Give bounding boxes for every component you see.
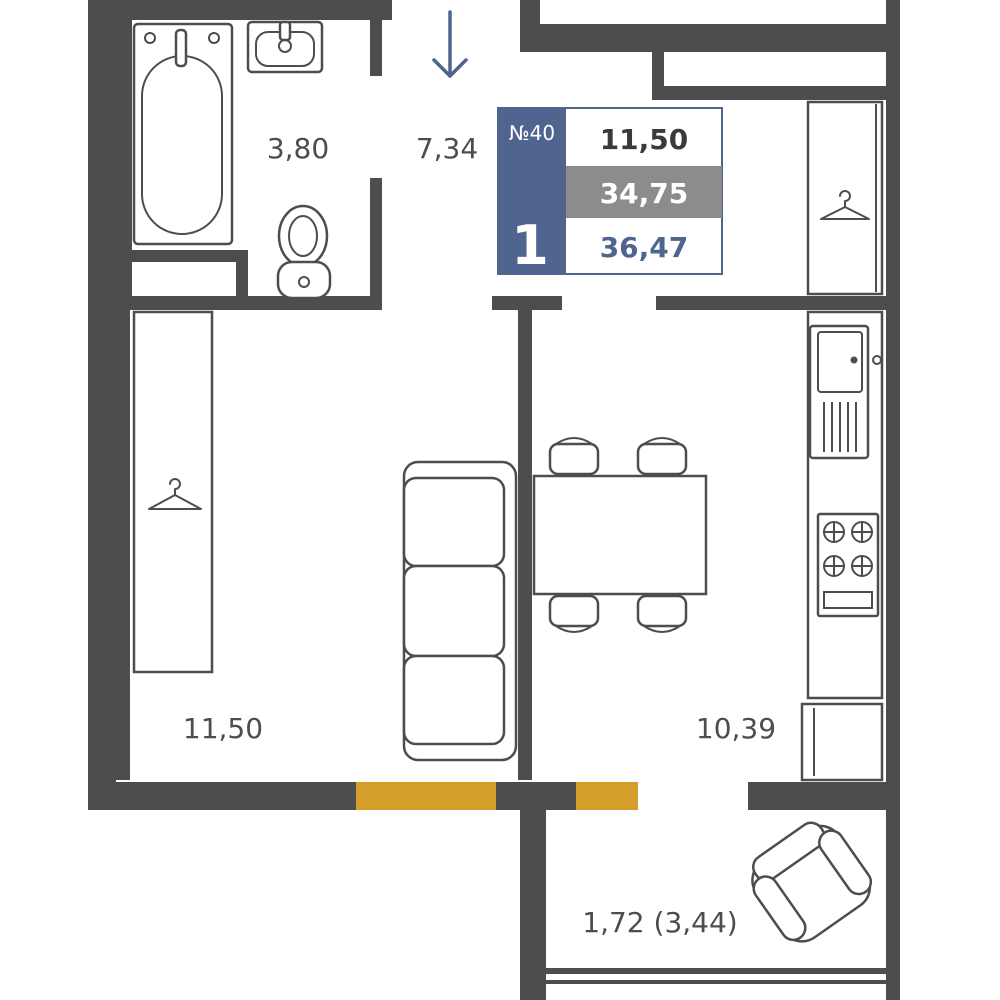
wall-top-right-bar xyxy=(520,24,900,52)
wall-balcony-right xyxy=(886,810,900,1000)
wall-kitchen-top xyxy=(656,296,886,310)
arrow-down-icon xyxy=(432,10,468,78)
room-area-labels: 3,80 7,34 11,50 10,39 1,72 (3,44) xyxy=(183,132,776,939)
hanger-icon xyxy=(820,190,870,220)
wall-bath-shelf-side xyxy=(236,250,248,300)
wall-bath-left-inner xyxy=(116,20,132,310)
bathtub xyxy=(132,22,234,246)
wall-balcony-bottom xyxy=(546,968,886,974)
hanger-icon xyxy=(148,478,202,510)
sofa-cushion-3 xyxy=(402,654,506,746)
dining-table xyxy=(532,474,708,596)
bathtub-tap-left xyxy=(144,32,156,44)
window-kitchen xyxy=(576,782,638,810)
chair-bottom-left xyxy=(548,594,600,628)
card-gray-band xyxy=(566,166,722,218)
wall-bath-right-lower xyxy=(370,178,382,310)
room-count: 1 xyxy=(511,214,549,277)
card-blue-panel xyxy=(498,108,566,274)
stove-panel xyxy=(823,591,873,609)
wall-balcony-left xyxy=(520,810,546,1000)
fridge xyxy=(800,702,884,782)
apartment-number: №40 xyxy=(509,121,555,145)
bathroom-fixtures xyxy=(132,20,332,300)
living-area-value: 11,50 xyxy=(600,123,689,156)
walls xyxy=(88,0,900,1000)
stove-burners xyxy=(823,521,873,577)
wall-right-outer xyxy=(886,0,900,810)
wall-left-inner-lower xyxy=(116,310,130,780)
bathtub-faucet xyxy=(174,28,188,68)
sofa-cushion-1 xyxy=(402,476,506,568)
wall-top-left xyxy=(88,0,392,20)
wall-bottom-right xyxy=(748,782,900,810)
wall-bottom-left xyxy=(88,782,356,810)
balcony-area-label: 1,72 (3,44) xyxy=(582,906,737,939)
sofa-cushion-2 xyxy=(402,564,506,658)
wall-bath-right-upper xyxy=(370,20,382,76)
kitchen-faucet xyxy=(872,355,882,365)
kitchen-sink-basin xyxy=(817,331,863,393)
wardrobe-hallway xyxy=(806,100,884,296)
wall-bath-bottom xyxy=(116,296,382,310)
wall-right-notch-bottom xyxy=(652,86,900,100)
apartment-info-card: №40 1 11,50 34,75 36,47 xyxy=(497,107,723,277)
wall-partition xyxy=(518,310,532,780)
total-area-value: 36,47 xyxy=(600,231,689,264)
wall-hall-stub xyxy=(492,296,562,310)
chair-top-left xyxy=(548,442,600,476)
wall-bath-shelf xyxy=(132,250,248,262)
wardrobe-living-room xyxy=(132,310,214,674)
hallway-area-label: 7,34 xyxy=(416,132,478,165)
wall-balcony-rail xyxy=(546,980,886,984)
chair-top-right xyxy=(636,442,688,476)
bathtub-tap-right xyxy=(208,32,220,44)
window-living-room xyxy=(356,782,496,810)
living-room-furniture xyxy=(132,310,518,762)
bathroom-area-label: 3,80 xyxy=(267,132,329,165)
kitchen-area-label: 10,39 xyxy=(696,712,776,745)
living-room-area-label: 11,50 xyxy=(183,712,263,745)
kitchen-sink-drain xyxy=(850,356,858,364)
toilet-tank xyxy=(276,260,332,300)
toilet-seat-inner xyxy=(288,215,318,257)
toilet-button xyxy=(298,276,310,288)
armchair xyxy=(751,821,873,943)
chair-bottom-right xyxy=(636,594,688,628)
kitchen-furniture xyxy=(532,310,884,782)
wall-bottom-mid xyxy=(496,782,576,810)
hallway-wardrobe xyxy=(806,100,884,296)
sink-faucet xyxy=(278,20,292,42)
wall-left-outer xyxy=(88,0,116,810)
sink-drainboard xyxy=(823,402,857,452)
area-without-balcony-value: 34,75 xyxy=(600,177,689,210)
